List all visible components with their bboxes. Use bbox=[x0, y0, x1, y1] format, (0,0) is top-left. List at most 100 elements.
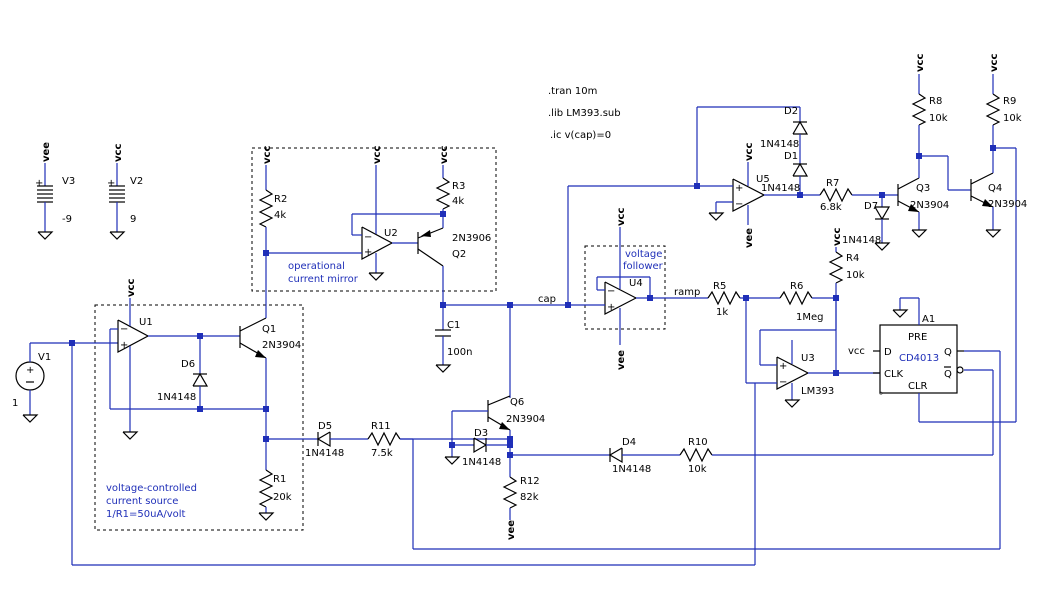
q4-model: 2N3904 bbox=[988, 199, 1027, 210]
transistor-q3 bbox=[897, 128, 971, 238]
d6-name: D6 bbox=[181, 359, 195, 370]
r8-vcc-label: vcc bbox=[915, 54, 926, 72]
a1-pin-pre: PRE bbox=[908, 332, 927, 343]
d7-name: D7 bbox=[864, 201, 878, 212]
a1-pin-d: D bbox=[884, 347, 892, 358]
q1-model: 2N3904 bbox=[262, 340, 301, 351]
q4-name: Q4 bbox=[988, 183, 1002, 194]
d2-model: 1N4148 bbox=[760, 139, 799, 150]
resistor-r9 bbox=[985, 74, 1001, 126]
r5-name: R5 bbox=[713, 281, 726, 292]
r7-value: 6.8k bbox=[820, 202, 842, 213]
u3-model: LM393 bbox=[801, 386, 834, 397]
u4-vcc-label: vcc bbox=[616, 208, 627, 226]
r6-name: R6 bbox=[790, 281, 803, 292]
follower-note-2: follower bbox=[623, 261, 664, 272]
resistor-r6 bbox=[779, 290, 839, 306]
q6-model: 2N3904 bbox=[506, 414, 545, 425]
q3-model: 2N3904 bbox=[910, 200, 949, 211]
diode-d6 bbox=[192, 333, 209, 412]
flipflop-a1: ◦ bbox=[400, 147, 1017, 550]
d1-model: 1N4148 bbox=[761, 183, 800, 194]
cap-net-label: cap bbox=[538, 294, 556, 305]
d1-name: D1 bbox=[784, 151, 798, 162]
a1-pin-q: Q bbox=[944, 347, 952, 358]
a1-pin-clk: CLK bbox=[884, 369, 904, 380]
v1-value: 1 bbox=[12, 398, 18, 409]
resistor-r11 bbox=[367, 431, 513, 447]
opamp-u1: − + bbox=[109, 298, 266, 440]
svg-text:+: + bbox=[26, 365, 34, 376]
diode-d5 bbox=[266, 431, 368, 448]
r10-value: 10k bbox=[688, 464, 707, 475]
r9-vcc-label: vcc bbox=[989, 54, 1000, 72]
r12-value: 82k bbox=[520, 492, 539, 503]
transistor-q2 bbox=[417, 227, 444, 305]
follower-note-1: voltage bbox=[625, 249, 662, 260]
r8-value: 10k bbox=[929, 113, 948, 124]
v2-name: V2 bbox=[130, 176, 143, 187]
source-v3: + bbox=[35, 163, 54, 240]
resistor-r3 bbox=[435, 165, 451, 228]
r7-name: R7 bbox=[826, 178, 839, 189]
diodes-d2-d1 bbox=[792, 107, 809, 195]
r12-vee-label: vee bbox=[506, 520, 517, 540]
r4-name: R4 bbox=[846, 253, 859, 264]
directive-ic: .ic v(cap)=0 bbox=[550, 130, 611, 141]
a1-d-vcc-label: vcc bbox=[848, 346, 865, 357]
u5-vee-label: vee bbox=[744, 228, 755, 248]
svg-text:+: + bbox=[120, 340, 128, 351]
r6-value: 1Meg bbox=[796, 312, 824, 323]
svg-text:−: − bbox=[607, 286, 615, 297]
u1-name: U1 bbox=[139, 317, 153, 328]
u5-vcc-label: vcc bbox=[744, 143, 755, 161]
v3-name: V3 bbox=[62, 176, 75, 187]
svg-text:−: − bbox=[779, 377, 787, 388]
a1-pin-qbar: Q bbox=[944, 369, 952, 380]
mirror-note-1: operational bbox=[288, 261, 345, 272]
u3-name: U3 bbox=[801, 353, 815, 364]
resistor-r4 bbox=[828, 247, 844, 298]
d2-name: D2 bbox=[784, 106, 798, 117]
r2-name: R2 bbox=[274, 194, 287, 205]
svg-text:+: + bbox=[779, 361, 787, 372]
opamp-u2: − + bbox=[266, 165, 443, 281]
u2-name: U2 bbox=[384, 228, 398, 239]
u2-vcc-label: vcc bbox=[372, 146, 383, 164]
svg-text:+: + bbox=[107, 178, 115, 189]
d7-model: 1N4148 bbox=[842, 235, 881, 246]
svg-text:+: + bbox=[607, 302, 615, 313]
a1-name: A1 bbox=[922, 314, 935, 325]
svg-text:+: + bbox=[35, 178, 43, 189]
r4-vcc-label: vcc bbox=[832, 228, 843, 246]
svg-text:+: + bbox=[364, 247, 372, 258]
svg-text:◦: ◦ bbox=[878, 389, 884, 400]
u4-name: U4 bbox=[629, 278, 643, 289]
ramp-net-label: ramp bbox=[674, 287, 700, 298]
a1-pin-clr: CLR bbox=[908, 381, 928, 392]
r1-value: 20k bbox=[273, 492, 292, 503]
diode-d3 bbox=[444, 437, 513, 465]
d5-model: 1N4148 bbox=[305, 448, 344, 459]
directive-lib: .lib LM393.sub bbox=[548, 108, 621, 119]
vccs-box bbox=[94, 304, 304, 531]
r3-value: 4k bbox=[452, 196, 464, 207]
vccs-note-2: current source bbox=[106, 496, 178, 507]
resistor-r1 bbox=[258, 469, 275, 521]
source-v1: + bbox=[15, 342, 118, 423]
bottom-loop-wire bbox=[69, 340, 756, 566]
v3-value: -9 bbox=[62, 214, 72, 225]
follower-box bbox=[584, 245, 666, 330]
a1-model: CD4013 bbox=[899, 353, 939, 364]
u1-vcc-label: vcc bbox=[126, 279, 137, 297]
diode-d4 bbox=[510, 447, 680, 464]
v2-value: 9 bbox=[130, 214, 136, 225]
r2-value: 4k bbox=[274, 210, 286, 221]
resistor-r2 bbox=[258, 165, 274, 308]
r3-vcc-label: vcc bbox=[439, 146, 450, 164]
mirror-box bbox=[251, 147, 497, 292]
d4-model: 1N4148 bbox=[612, 464, 651, 475]
r4-value: 10k bbox=[846, 270, 865, 281]
d3-model: 1N4148 bbox=[462, 457, 501, 468]
